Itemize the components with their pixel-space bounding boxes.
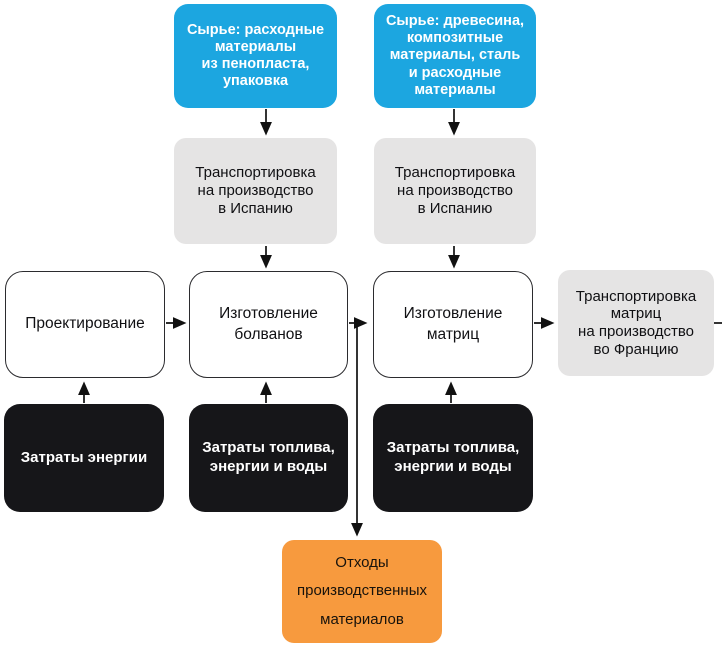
- node-transport-to-france-label: Транспортировка матриц на производство в…: [575, 287, 697, 358]
- node-dies-production: Изготовление матриц: [373, 271, 533, 378]
- node-raw-materials-foam: Сырье: расходные материалы из пенопласта…: [174, 4, 337, 108]
- node-production-waste: Отходы производственных материалов: [282, 540, 442, 643]
- node-transport-to-spain-2: Транспортировка на производство в Испани…: [374, 138, 536, 244]
- node-fuel-energy-water-costs-2: Затраты топлива, энергии и воды: [373, 404, 533, 512]
- node-design-label: Проектирование: [25, 315, 145, 333]
- node-raw-materials-foam-label: Сырье: расходные материалы из пенопласта…: [186, 21, 325, 90]
- node-energy-costs: Затраты энергии: [4, 404, 164, 512]
- node-dies-production-label: Изготовление матриц: [403, 305, 503, 343]
- node-transport-to-france: Транспортировка матриц на производство в…: [558, 270, 714, 376]
- node-raw-materials-wood-label: Сырье: древесина, композитные материалы,…: [385, 13, 525, 98]
- node-blanks-production: Изготовление болванов: [189, 271, 348, 378]
- node-transport-to-spain-1: Транспортировка на производство в Испани…: [174, 138, 337, 244]
- node-energy-costs-label: Затраты энергии: [20, 448, 148, 466]
- node-fuel-energy-water-costs-2-label: Затраты топлива, энергии и воды: [386, 439, 520, 475]
- node-fuel-energy-water-costs-1: Затраты топлива, энергии и воды: [189, 404, 348, 512]
- node-raw-materials-wood: Сырье: древесина, композитные материалы,…: [374, 4, 536, 108]
- node-fuel-energy-water-costs-1-label: Затраты топлива, энергии и воды: [202, 439, 335, 475]
- node-transport-to-spain-2-label: Транспортировка на производство в Испани…: [394, 164, 516, 217]
- node-production-waste-label: Отходы производственных материалов: [297, 554, 427, 628]
- node-blanks-production-label: Изготовление болванов: [219, 305, 318, 343]
- node-transport-to-spain-1-label: Транспортировка на производство в Испани…: [195, 164, 316, 217]
- node-design: Проектирование: [5, 271, 165, 378]
